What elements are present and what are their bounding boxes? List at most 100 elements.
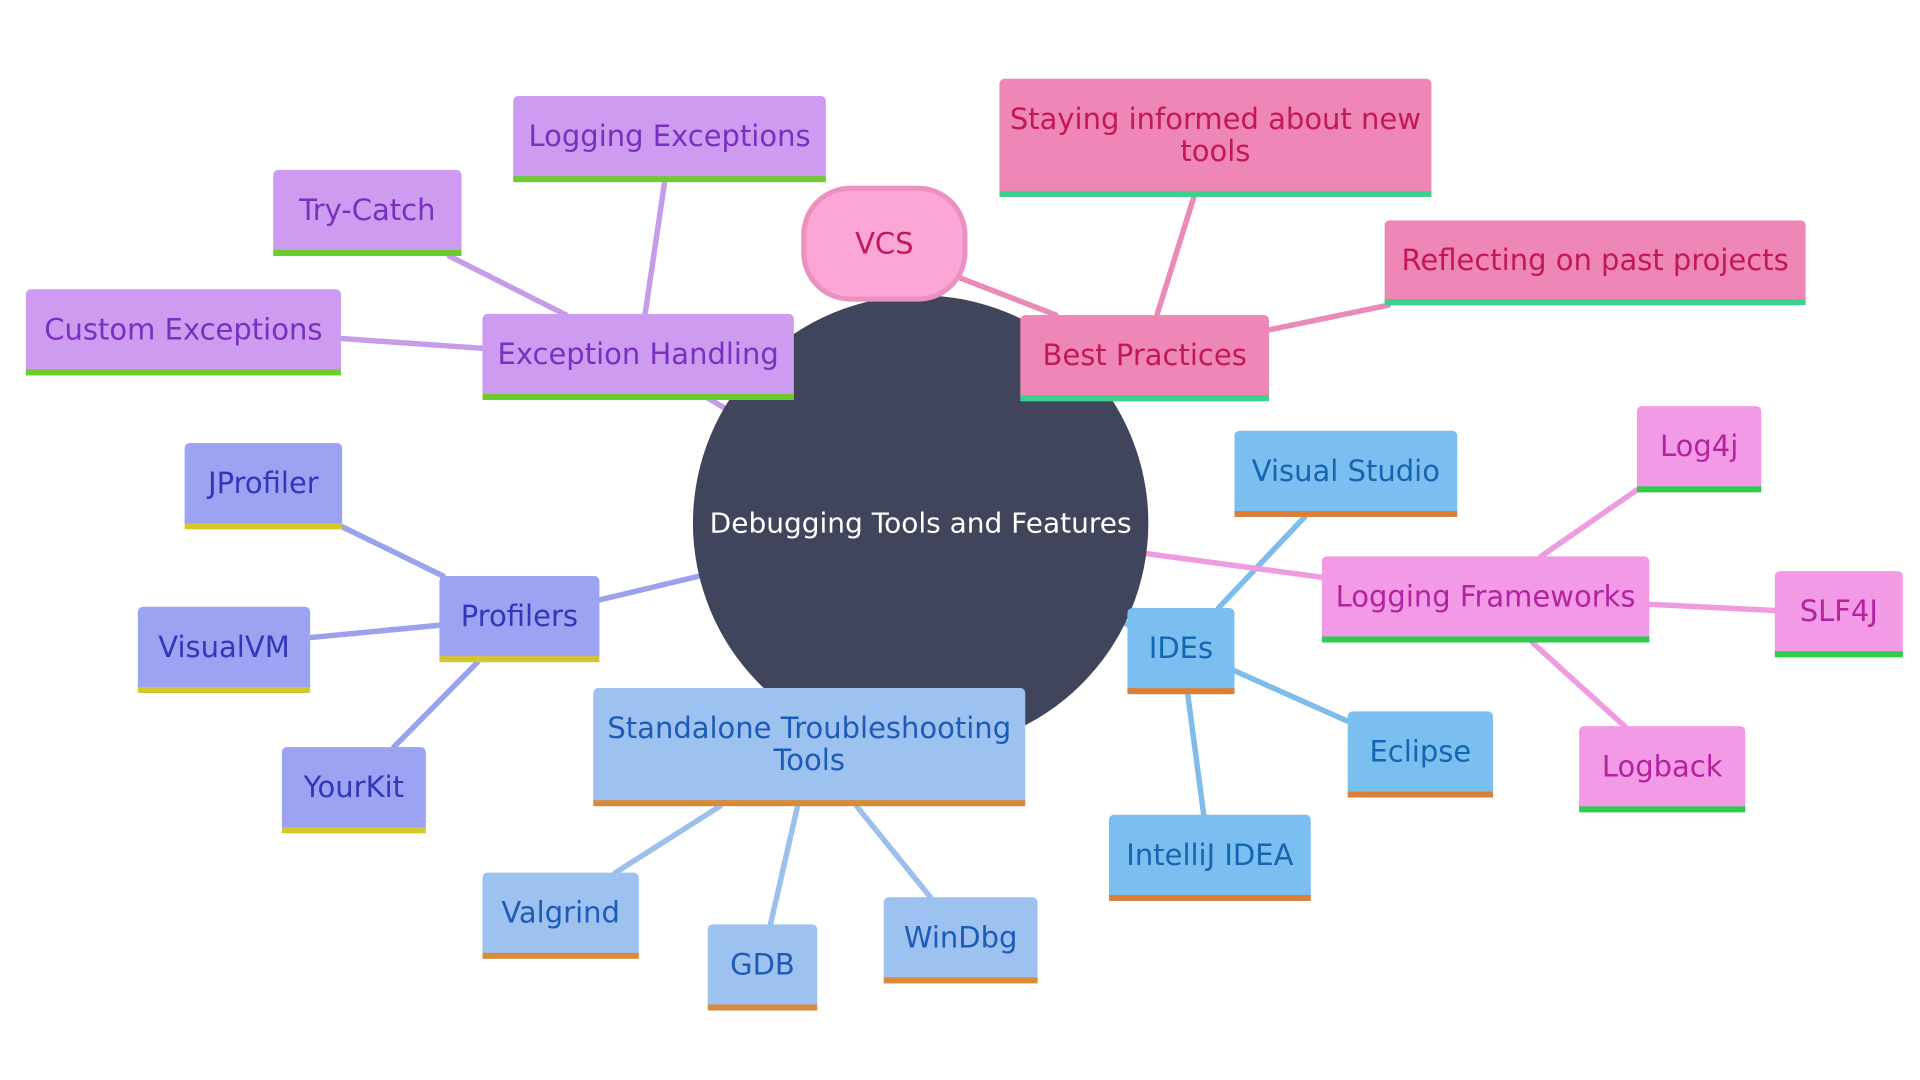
edge-ides-intellij	[1184, 691, 1207, 818]
node-logging-exceptions[interactable]: Logging Exceptions	[513, 96, 826, 183]
node-valgrind-accent-bar	[482, 952, 639, 959]
edge-best-practices-reflecting	[1266, 302, 1392, 333]
node-valgrind[interactable]: Valgrind	[482, 872, 639, 959]
edge-exception-handling-custom-exceptions	[338, 335, 486, 352]
node-log4j[interactable]: Log4j	[1636, 406, 1762, 493]
node-yourkit[interactable]: YourKit	[281, 747, 426, 834]
node-reflecting-accent-bar	[1384, 299, 1806, 306]
root-layer: Debugging Tools and Features	[692, 295, 1149, 751]
node-best-practices-box	[1020, 315, 1269, 402]
node-exception-handling-label: Exception Handling	[498, 337, 779, 371]
node-gdb-accent-bar	[707, 1004, 818, 1011]
edge-standalone-windbg	[853, 803, 934, 901]
node-logback-label: Logback	[1602, 749, 1723, 783]
node-logging-frameworks-accent-bar	[1321, 636, 1650, 643]
node-standalone-label-line: Standalone Troubleshooting	[607, 711, 1011, 745]
node-best-practices-label: Best Practices	[1042, 338, 1246, 372]
root-node-circle	[692, 295, 1149, 751]
node-standalone-accent-bar	[593, 800, 1026, 807]
node-logging-frameworks[interactable]: Logging Frameworks	[1321, 556, 1650, 643]
node-jprofiler-label: JProfiler	[206, 466, 319, 500]
node-intellij-box	[1108, 814, 1311, 901]
node-visualvm[interactable]: VisualVM	[137, 606, 311, 693]
node-yourkit-label: YourKit	[303, 770, 404, 804]
node-staying-informed-box	[999, 78, 1432, 197]
edge-exception-handling-try-catch	[446, 253, 569, 318]
node-windbg-label: WinDbg	[904, 920, 1018, 954]
edge-standalone-valgrind	[612, 803, 723, 876]
node-logging-exceptions-label: Logging Exceptions	[529, 119, 811, 153]
node-vcs-label: VCS	[855, 227, 914, 261]
node-yourkit-box	[281, 747, 426, 834]
node-logging-frameworks-box	[1321, 556, 1650, 643]
node-logback[interactable]: Logback	[1579, 726, 1746, 813]
node-intellij-label: IntelliJ IDEA	[1126, 838, 1293, 872]
node-gdb-box	[707, 924, 818, 1011]
edge-logging-frameworks-logback	[1529, 639, 1628, 729]
node-best-practices[interactable]: Best Practices	[1020, 315, 1269, 402]
edge-standalone-gdb	[767, 803, 801, 928]
node-try-catch[interactable]: Try-Catch	[273, 169, 462, 257]
node-ides-box	[1127, 608, 1235, 695]
edge-profilers-yourkit	[391, 659, 481, 750]
node-visual-studio-accent-bar	[1234, 510, 1458, 517]
node-staying-informed-label-line: Staying informed about new	[1010, 102, 1421, 136]
edge-ides-visual-studio	[1215, 514, 1308, 611]
node-vcs[interactable]: VCS	[801, 185, 968, 302]
node-logback-box	[1579, 726, 1746, 813]
node-try-catch-box	[273, 169, 462, 257]
node-custom-exceptions-label: Custom Exceptions	[44, 312, 322, 346]
node-windbg[interactable]: WinDbg	[883, 897, 1038, 984]
node-jprofiler[interactable]: JProfiler	[184, 443, 343, 530]
node-windbg-box	[883, 897, 1038, 984]
node-gdb[interactable]: GDB	[707, 924, 818, 1011]
node-eclipse[interactable]: Eclipse	[1347, 711, 1493, 798]
edge-best-practices-vcs	[954, 274, 1059, 318]
node-eclipse-box	[1347, 711, 1493, 798]
node-valgrind-box	[482, 872, 639, 959]
node-custom-exceptions-accent-bar	[25, 369, 341, 376]
node-intellij-accent-bar	[1108, 894, 1311, 901]
node-log4j-box	[1636, 406, 1762, 493]
node-profilers-accent-bar	[439, 656, 600, 663]
node-logging-frameworks-label: Logging Frameworks	[1336, 579, 1636, 613]
node-windbg-accent-bar	[883, 977, 1038, 984]
node-exception-handling[interactable]: Exception Handling	[482, 313, 794, 401]
node-ides[interactable]: IDEs	[1127, 608, 1235, 695]
node-gdb-label: GDB	[730, 947, 795, 981]
node-log4j-label: Log4j	[1660, 429, 1738, 463]
edge-best-practices-staying-informed	[1154, 194, 1197, 318]
node-reflecting[interactable]: Reflecting on past projects	[1384, 220, 1806, 306]
node-staying-informed-label-line: tools	[1180, 134, 1250, 168]
node-custom-exceptions[interactable]: Custom Exceptions	[25, 289, 341, 376]
node-profilers-box	[439, 576, 600, 663]
node-visual-studio[interactable]: Visual Studio	[1234, 430, 1458, 517]
node-profilers-label: Profilers	[461, 599, 578, 633]
node-visualvm-box	[137, 606, 311, 693]
node-logback-accent-bar	[1579, 806, 1746, 813]
node-best-practices-accent-bar	[1020, 395, 1269, 402]
node-visual-studio-box	[1234, 430, 1458, 517]
node-try-catch-label: Try-Catch	[298, 193, 435, 227]
node-slf4j[interactable]: SLF4J	[1774, 571, 1903, 658]
node-intellij[interactable]: IntelliJ IDEA	[1108, 814, 1311, 901]
node-standalone-box	[593, 688, 1026, 807]
node-exception-handling-accent-bar	[482, 394, 794, 401]
node-ides-accent-bar	[1127, 688, 1235, 695]
edge-profilers-jprofiler	[339, 524, 446, 579]
node-visualvm-label: VisualVM	[158, 630, 289, 664]
node-jprofiler-box	[184, 443, 343, 530]
edge-exception-handling-logging-exceptions	[642, 179, 668, 318]
node-custom-exceptions-box	[25, 289, 341, 376]
node-profilers[interactable]: Profilers	[439, 576, 600, 663]
node-slf4j-box	[1774, 571, 1903, 658]
node-slf4j-label: SLF4J	[1800, 594, 1878, 628]
edge-logging-frameworks-log4j	[1538, 487, 1640, 560]
node-valgrind-label: Valgrind	[501, 896, 620, 930]
edge-logging-frameworks-slf4j	[1646, 601, 1778, 614]
